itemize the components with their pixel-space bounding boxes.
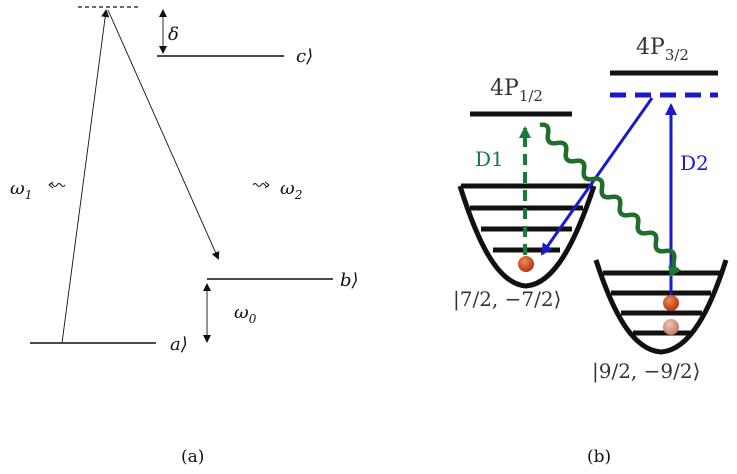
atom-right-upper xyxy=(663,295,679,311)
atom-right-lower xyxy=(663,319,679,335)
pump-arrow xyxy=(61,9,110,344)
right-trap-well xyxy=(593,259,729,355)
ket-left-label: |7/2, −7/2⟩ xyxy=(453,287,561,312)
d1-label: D1 xyxy=(475,147,504,171)
stokes-arrow xyxy=(107,9,220,260)
d2-label: D2 xyxy=(680,151,709,175)
atom-left xyxy=(518,256,534,272)
level-a-label: a⟩ xyxy=(170,334,188,355)
spontaneous-emission-wave xyxy=(539,122,681,278)
p32-label: 4P3/2 xyxy=(636,35,689,64)
detuning-label: δ xyxy=(168,24,179,45)
photon-omega1-icon xyxy=(48,181,66,189)
caption-a: (a) xyxy=(181,447,204,467)
omega1-label: ω1 xyxy=(10,178,32,202)
omega2-label: ω2 xyxy=(280,178,302,202)
ket-right-label: |9/2, −9/2⟩ xyxy=(592,359,700,384)
level-b-label: b⟩ xyxy=(340,270,359,291)
panel-a: δ c⟩ b⟩ a⟩ ω1 ω2 ω0 (a) xyxy=(10,6,359,467)
caption-b: (b) xyxy=(587,447,611,467)
level-c-label: c⟩ xyxy=(296,46,313,67)
omega0-label: ω0 xyxy=(234,302,257,326)
p12-label: 4P1/2 xyxy=(490,76,543,105)
photon-omega2-icon xyxy=(252,181,270,189)
panel-b: 4P1/2 4P3/2 D1 D2 xyxy=(453,35,729,467)
raman-down-arrow xyxy=(540,97,654,256)
